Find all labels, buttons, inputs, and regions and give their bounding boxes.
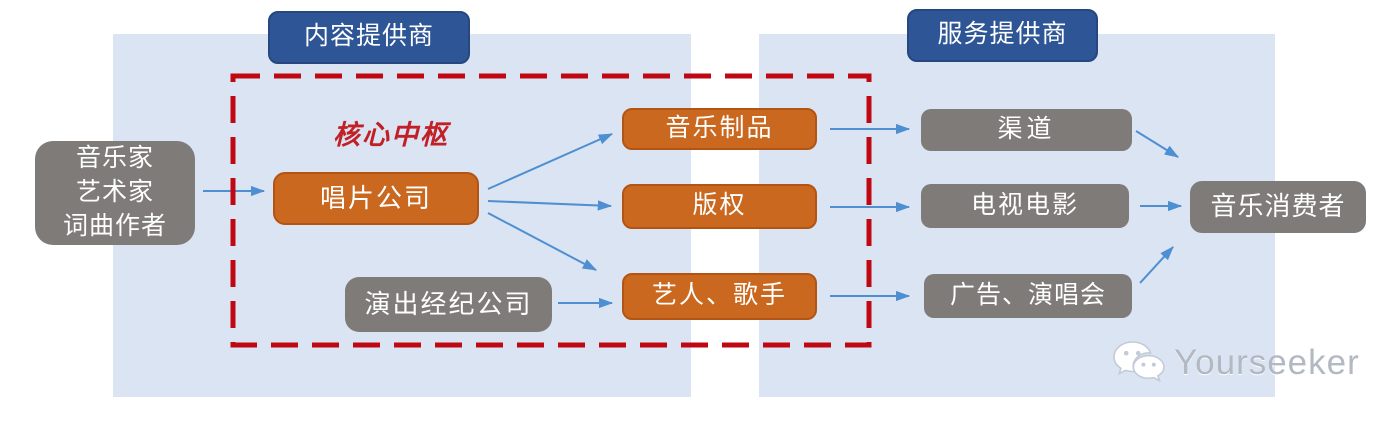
node-agency: 演出经纪公司 bbox=[345, 277, 552, 332]
node-producers-label: 音乐家 艺术家 词曲作者 bbox=[63, 142, 167, 244]
node-artists-label: 艺人、歌手 bbox=[651, 282, 787, 310]
node-producers-line-3: 词曲作者 bbox=[62, 213, 167, 240]
watermark-brand-text: Yourseeker bbox=[1174, 343, 1360, 382]
node-record-company: 唱片公司 bbox=[273, 172, 479, 225]
arrow-record-company-to-copyright bbox=[487, 200, 613, 211]
core-hub-caption: 核心中枢 bbox=[333, 120, 449, 150]
node-ads-concerts-label: 广告、演唱会 bbox=[949, 281, 1106, 309]
header-badge-content-provider-label: 内容提供商 bbox=[303, 23, 434, 51]
header-badge-service-provider: 服务提供商 bbox=[907, 9, 1098, 62]
arrow-record-company-to-music-products bbox=[487, 133, 614, 190]
node-tv-film: 电视电影 bbox=[921, 184, 1129, 228]
arrow-channels-to-consumers bbox=[1135, 130, 1180, 158]
node-copyright-label: 版权 bbox=[692, 192, 747, 220]
arrow-ads-concerts-to-consumers bbox=[1139, 246, 1174, 284]
node-music-products: 音乐制品 bbox=[622, 108, 817, 150]
node-producers-line-2: 艺术家 bbox=[75, 179, 154, 206]
node-copyright: 版权 bbox=[622, 184, 817, 229]
arrow-record-company-to-artists bbox=[487, 212, 598, 271]
node-consumers: 音乐消费者 bbox=[1190, 181, 1366, 233]
node-music-products-label: 音乐制品 bbox=[665, 114, 774, 142]
node-channels: 渠道 bbox=[921, 109, 1132, 151]
node-channels-label: 渠道 bbox=[997, 115, 1056, 143]
node-producers: 音乐家 艺术家 词曲作者 bbox=[35, 141, 195, 245]
header-badge-content-provider: 内容提供商 bbox=[268, 11, 470, 64]
header-badge-service-provider-label: 服务提供商 bbox=[937, 21, 1068, 49]
node-record-company-label: 唱片公司 bbox=[319, 183, 432, 213]
node-ads-concerts: 广告、演唱会 bbox=[924, 274, 1132, 318]
node-consumers-label: 音乐消费者 bbox=[1210, 192, 1346, 222]
node-artists: 艺人、歌手 bbox=[622, 273, 817, 320]
watermark: Yourseeker bbox=[1112, 340, 1360, 386]
node-tv-film-label: 电视电影 bbox=[970, 191, 1079, 219]
node-agency-label: 演出经纪公司 bbox=[364, 289, 533, 319]
node-producers-line-1: 音乐家 bbox=[75, 145, 154, 172]
wechat-icon bbox=[1113, 341, 1165, 383]
